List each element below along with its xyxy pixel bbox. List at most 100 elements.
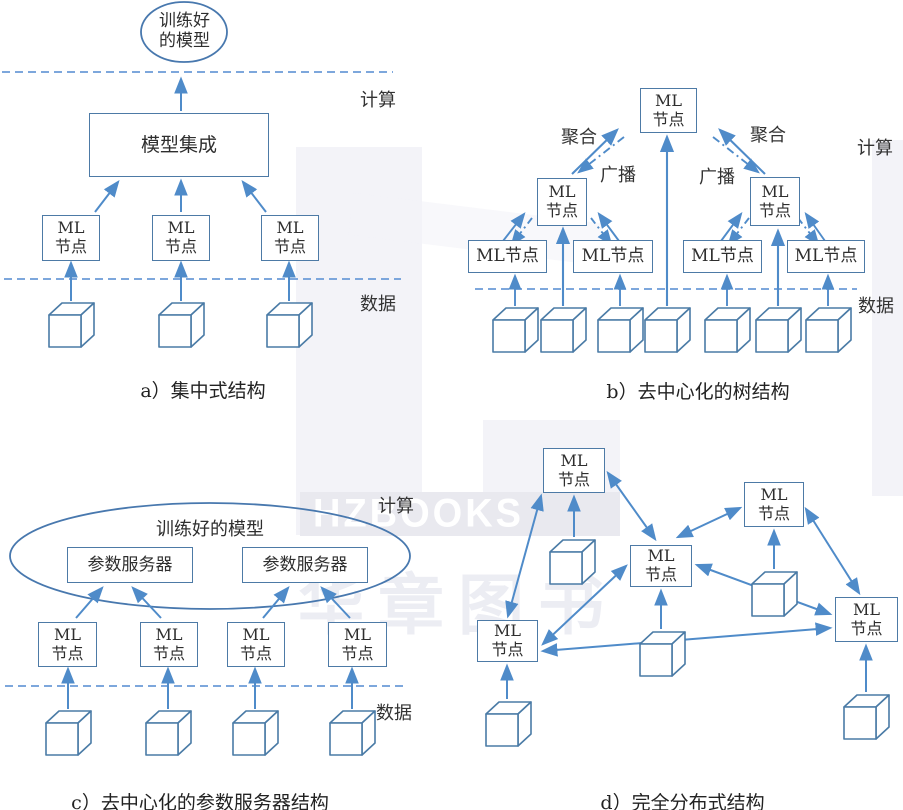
node-label: 节点 — [239, 643, 272, 663]
node-label: 节点 — [164, 237, 197, 256]
arrow-mlnode-to-ps — [75, 586, 104, 619]
ml-node-box: ML 节点 — [227, 622, 285, 667]
data-label: 数据 — [858, 296, 894, 317]
node-label: 节点 — [54, 237, 87, 256]
ml-node-box: ML 节点 — [152, 215, 210, 261]
caption-a: a）集中式结构 — [140, 380, 266, 402]
broadcast-dash-arrow — [727, 217, 750, 246]
data-cube — [843, 694, 890, 740]
trained-model-label: 训练好 的模型 — [142, 11, 227, 51]
ml-label: ML — [53, 624, 81, 644]
compute-label: 计算 — [360, 90, 396, 111]
data-cube — [639, 631, 686, 677]
peer-link-arrow — [804, 506, 861, 596]
node-label: 节点 — [491, 640, 524, 659]
caption-c: c）去中心化的参数服务器结构 — [71, 792, 329, 810]
ml-label: ML — [852, 599, 880, 619]
ml-node-box: ML 节点 — [38, 622, 97, 667]
data-cube — [492, 307, 539, 353]
ml-node-box: ML 节点 — [835, 597, 898, 642]
ml-node-box: ML 节点 — [537, 178, 587, 226]
ml-node-box: ML 节点 — [750, 177, 800, 226]
ml-node-box: ML 节点 — [630, 545, 692, 587]
caption-d: d）完全分布式结构 — [600, 792, 765, 810]
node-label: 节点 — [341, 643, 374, 663]
panel-c-art — [5, 502, 411, 756]
ml-node-box: ML 节点 — [261, 215, 319, 261]
ml-label: ML — [560, 450, 588, 470]
aggregate-arrow — [720, 212, 743, 242]
peer-link-arrow — [606, 470, 657, 542]
node-label: 节点 — [757, 503, 790, 523]
trained-model-line1: 训练好 — [159, 11, 210, 31]
ml-label: ML — [343, 624, 371, 644]
ml-node-label: ML节点 — [581, 246, 645, 267]
ml-node-box: ML节点 — [787, 240, 865, 273]
ml-label: ML — [167, 218, 195, 238]
broadcast-label: 广播 — [600, 165, 636, 186]
data-cube — [329, 710, 376, 756]
panel-a-art — [2, 1, 401, 348]
compute-label: 计算 — [857, 138, 893, 159]
peer-link-arrow — [540, 622, 833, 657]
aggregate-label: 聚合 — [750, 125, 786, 146]
peer-link-arrow — [675, 506, 743, 539]
peer-link-arrow — [505, 493, 544, 619]
data-cube — [232, 710, 279, 756]
data-cube — [48, 302, 95, 348]
compute-label: 计算 — [378, 496, 414, 517]
node-label: 节点 — [644, 565, 677, 584]
panel-b-art — [475, 128, 857, 353]
aggregate-arrow — [597, 212, 620, 242]
aggregate-arrow — [804, 212, 826, 242]
data-cube — [549, 539, 596, 585]
data-cube — [751, 571, 798, 617]
data-cube — [145, 710, 192, 756]
data-label: 数据 — [376, 703, 412, 724]
caption-b: b）去中心化的树结构 — [606, 381, 790, 403]
data-cube — [755, 307, 802, 353]
arrow-mlnode-to-ensemble — [94, 179, 120, 213]
data-cube — [805, 307, 852, 353]
ml-label: ML — [654, 90, 682, 110]
broadcast-label: 广播 — [699, 167, 735, 188]
param-server-label: 参数服务器 — [262, 554, 348, 575]
ml-node-box: ML 节点 — [42, 215, 100, 261]
ml-label: ML — [647, 546, 675, 566]
ml-node-box: ML 节点 — [744, 482, 804, 527]
ml-node-label: ML节点 — [476, 246, 539, 267]
arrow-mlnode-to-ps — [131, 586, 162, 619]
node-label: 节点 — [152, 643, 185, 663]
node-label: 节点 — [652, 109, 685, 129]
broadcast-dash-arrow — [590, 217, 613, 246]
aggregate-label: 聚合 — [561, 127, 597, 148]
model-ensemble-label: 模型集成 — [140, 133, 217, 156]
model-ensemble-box: 模型集成 — [89, 113, 269, 177]
trained-model-ellipse — [9, 502, 411, 610]
node-label: 节点 — [557, 469, 590, 489]
ml-node-box: ML 节点 — [477, 620, 538, 662]
ml-label: ML — [57, 218, 85, 238]
node-label: 节点 — [273, 237, 306, 256]
ml-node-label: ML节点 — [794, 246, 858, 267]
node-label: 节点 — [758, 200, 791, 220]
data-cube — [485, 701, 532, 747]
ml-label: ML — [760, 484, 788, 504]
ml-label: ML — [548, 182, 576, 202]
broadcast-dash-arrow — [797, 217, 820, 246]
ml-node-box: ML 节点 — [140, 622, 198, 667]
data-cube — [540, 307, 587, 353]
data-cube — [266, 302, 313, 348]
data-label: 数据 — [360, 294, 396, 315]
node-label: 节点 — [545, 201, 578, 220]
aggregate-arrow — [502, 212, 526, 242]
ml-node-box: ML节点 — [573, 240, 653, 273]
ml-node-box: ML节点 — [468, 240, 547, 273]
watermark-logo-text: HZBOOKS — [313, 491, 524, 537]
trained-model-line2: 的模型 — [159, 31, 210, 51]
trained-model-ellipse — [140, 1, 228, 63]
data-cube — [704, 307, 751, 353]
data-cube — [597, 307, 644, 353]
